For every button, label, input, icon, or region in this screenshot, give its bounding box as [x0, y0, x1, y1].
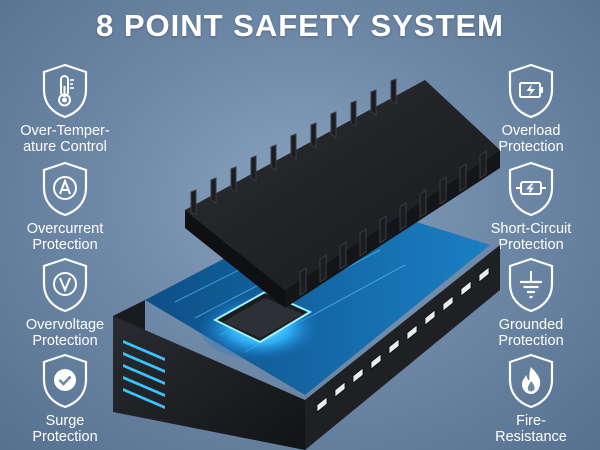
- feature-label-line1: Overcurrent: [26, 221, 104, 237]
- battery-bolt-icon: [508, 63, 554, 119]
- feature-overvoltage: Overvoltage Protection: [0, 256, 130, 349]
- ground-icon: [508, 257, 554, 313]
- feature-label-line2: Protection: [498, 333, 564, 349]
- feature-overload: Overload Protection: [466, 62, 596, 155]
- flame-icon: [508, 353, 554, 409]
- lid-top: [185, 80, 500, 290]
- checkmark-icon: [42, 353, 88, 409]
- feature-label-line2: Protection: [32, 429, 98, 445]
- feature-grounded: Grounded Protection: [466, 256, 596, 349]
- feature-short-circuit: Short-Circuit Protection: [466, 160, 596, 253]
- feature-label-line2: ature Control: [23, 139, 107, 155]
- feature-label-line1: Overload: [501, 123, 561, 139]
- usb-hub-exploded-illustration: [113, 78, 500, 450]
- feature-label-line1: Grounded: [498, 317, 564, 333]
- feature-label-line1: Short-Circuit: [490, 221, 572, 237]
- page-title: 8 POINT SAFETY SYSTEM: [95, 8, 504, 43]
- housing-long-face: [305, 245, 500, 450]
- lid-cable-slots: [190, 78, 487, 296]
- feature-label-line2: Protection: [32, 333, 98, 349]
- feature-label-line2: Protection: [498, 139, 564, 155]
- feature-label-line2: Resistance: [495, 429, 567, 445]
- short-circuit-icon: [508, 161, 554, 217]
- vent-slots: [123, 340, 165, 409]
- lid-end-flange: [185, 210, 285, 308]
- feature-surge: Surge Protection: [0, 352, 130, 445]
- feature-over-temperature: Over-Temper- ature Control: [0, 62, 130, 155]
- feature-fire-resistance: Fire- Resistance: [466, 352, 596, 445]
- housing-front-face: [113, 316, 305, 450]
- chip-top: [223, 298, 303, 338]
- feature-label-line1: Fire-: [516, 413, 546, 429]
- current-a-icon: [42, 161, 88, 217]
- feature-label-line1: Surge: [45, 413, 85, 429]
- feature-label-line1: Overvoltage: [25, 317, 105, 333]
- voltage-v-icon: [42, 257, 88, 313]
- thermometer-icon: [42, 63, 88, 119]
- feature-label-line1: Over-Temper-: [20, 123, 110, 139]
- feature-overcurrent: Overcurrent Protection: [0, 160, 130, 253]
- feature-label-line2: Protection: [32, 237, 98, 253]
- feature-label-line2: Protection: [498, 237, 564, 253]
- usb-ports: [316, 266, 490, 413]
